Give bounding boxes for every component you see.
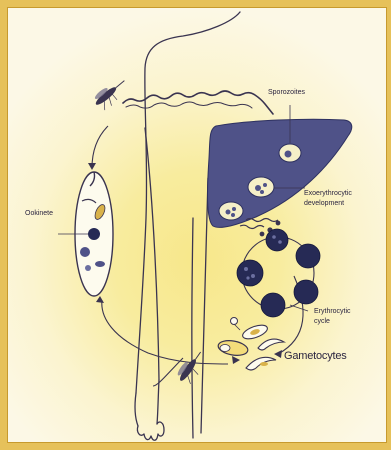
gametocyte-crescent xyxy=(258,339,284,350)
arrow-to-ookinete xyxy=(92,126,108,168)
label-erythrocytic-line1: Erythrocytic xyxy=(314,308,351,315)
mosquito-icon xyxy=(91,75,131,113)
malaria-life-cycle-panel: Sporozoites Ookinete Exoerythrocytic dev… xyxy=(7,7,387,443)
arm-outline xyxy=(135,393,138,426)
label-exoerythrocytic-line2: development xyxy=(304,200,344,207)
liver-icon xyxy=(208,105,352,227)
erythrocytic-leader xyxy=(290,305,308,311)
label-exoerythrocytic-line1: Exoerythrocytic xyxy=(304,190,352,197)
arrowhead xyxy=(96,296,104,303)
erythrocytic-cycle xyxy=(237,229,320,317)
arrowhead xyxy=(274,350,282,358)
torso-inner-outline xyxy=(192,218,193,438)
label-ookinete: Ookinete xyxy=(25,210,53,217)
torso-outline xyxy=(201,178,208,433)
arrowhead xyxy=(88,163,96,170)
label-gametocytes: Gametocytes xyxy=(284,351,347,362)
arm-front xyxy=(145,128,159,380)
label-sporozoites: Sporozoites xyxy=(268,89,305,96)
label-erythrocytic-line2: cycle xyxy=(314,318,330,325)
gametocyte-icon xyxy=(217,318,284,371)
life-cycle-illustration xyxy=(8,8,387,443)
ookinete-cell-icon xyxy=(58,172,113,296)
arm-outline-inner xyxy=(157,380,159,424)
arrow-ookinete-to-mosquito xyxy=(102,300,228,364)
arrowhead xyxy=(232,356,240,364)
hand-outline xyxy=(137,422,164,440)
